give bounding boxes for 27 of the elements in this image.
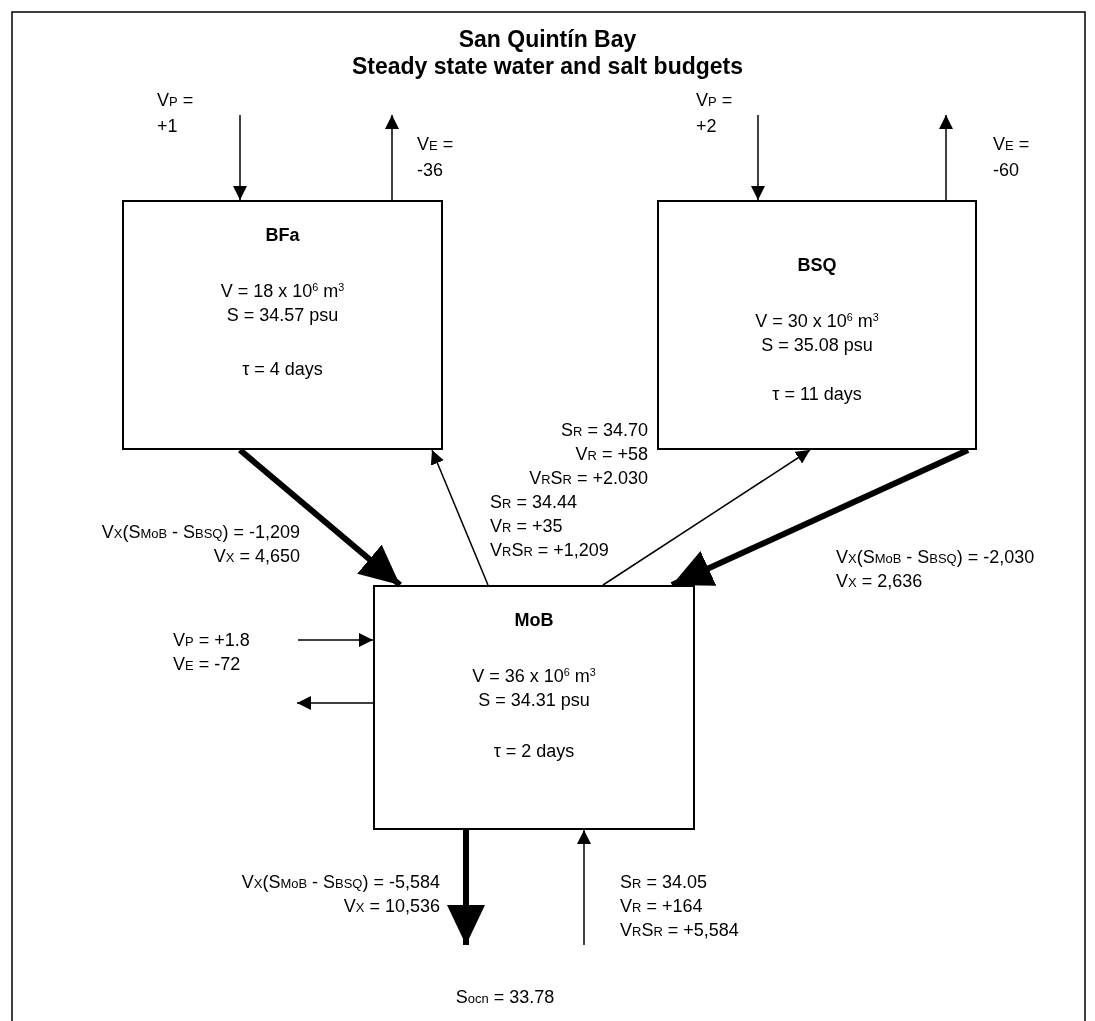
- box-text: τ = 4 days: [242, 358, 323, 380]
- box-text: S = 34.57 psu: [226, 304, 339, 326]
- arrow: [385, 114, 399, 201]
- arrow: [939, 114, 953, 201]
- box-text: V = 18 x 10$^{6}$ m$^{3}$: [220, 280, 345, 302]
- box-heading: BSQ: [797, 254, 837, 276]
- box-text: τ = 11 days: [772, 383, 862, 405]
- box-text: τ = 2 days: [493, 740, 575, 762]
- arrow: [430, 449, 489, 586]
- process-box: [122, 200, 443, 450]
- box-text: V = 36 x 10$^{6}$ m$^{3}$: [472, 665, 596, 687]
- box-text: V = 30 x 10$^{6}$ m$^{3}$: [755, 310, 879, 332]
- arrow: [296, 696, 374, 710]
- process-box: [657, 200, 977, 450]
- arrow: [233, 114, 247, 201]
- thick-arrow: [447, 830, 485, 945]
- box-text: S = 34.31 psu: [478, 689, 590, 711]
- box-heading: MoB: [514, 609, 554, 631]
- box-heading: BFa: [265, 224, 300, 246]
- process-box: [373, 585, 695, 830]
- arrow: [751, 114, 765, 201]
- arrow: [602, 449, 811, 586]
- diagram-title: San Quintín Bay: [457, 26, 638, 53]
- arrow: [577, 829, 591, 946]
- diagram-subtitle: Steady state water and salt budgets: [350, 53, 745, 80]
- box-text: S = 35.08 psu: [761, 334, 873, 356]
- arrow: [297, 633, 374, 647]
